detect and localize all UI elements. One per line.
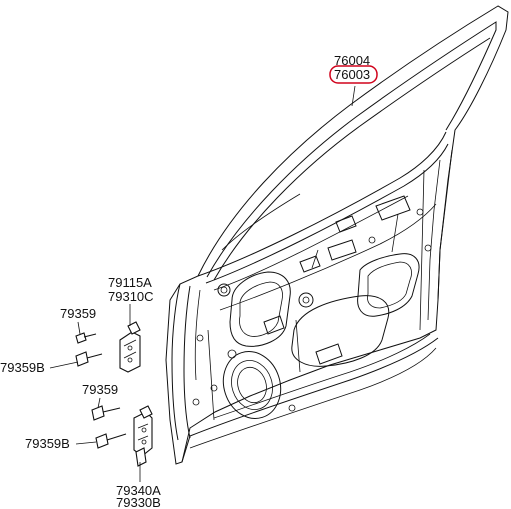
callout-hinge-upper-b: 79310C bbox=[108, 289, 154, 304]
callout-labels: 76004 76003 79115A 79310C 79359 79359B 7… bbox=[0, 53, 378, 509]
lower-hinge bbox=[133, 405, 153, 467]
callout-door-b: 76003 bbox=[334, 67, 370, 82]
bolt-icon bbox=[75, 332, 97, 344]
callout-bolt-lower-a: 79359 bbox=[82, 382, 118, 397]
bolt-icon bbox=[75, 351, 103, 367]
bolt-icon bbox=[91, 405, 121, 421]
callout-hinge-lower-b: 79330B bbox=[116, 495, 161, 509]
callout-door-a: 76004 bbox=[334, 53, 370, 68]
leader-lines bbox=[49, 85, 356, 482]
callout-bolt-upper-a: 79359 bbox=[60, 306, 96, 321]
callout-bolt-lower-b: 79359B bbox=[25, 436, 70, 451]
bolt-icon bbox=[95, 433, 127, 449]
callout-hinge-lower-a: 79340A bbox=[116, 483, 161, 498]
front-door-panel bbox=[165, 5, 509, 465]
callout-bolt-upper-b: 79359B bbox=[0, 360, 45, 375]
upper-hinge bbox=[119, 321, 141, 373]
highlight-ring bbox=[329, 65, 378, 84]
callout-hinge-upper-a: 79115A bbox=[108, 275, 152, 290]
inner-panel-details bbox=[192, 169, 437, 421]
